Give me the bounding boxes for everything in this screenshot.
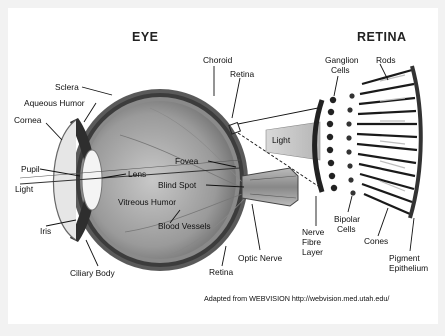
- label-blind-spot: Blind Spot: [158, 180, 197, 190]
- label-pigment-2: Epithelium: [389, 263, 428, 273]
- label-pigment-1: Pigment: [389, 253, 420, 263]
- label-light-left: Light: [15, 184, 34, 194]
- label-vitreous-humor: Vitreous Humor: [118, 197, 176, 207]
- label-cornea: Cornea: [14, 115, 42, 125]
- label-iris: Iris: [40, 226, 51, 236]
- label-bipolar-cells-1: Bipolar: [334, 214, 360, 224]
- label-choroid: Choroid: [203, 55, 233, 65]
- retina-heading: RETINA: [357, 30, 407, 44]
- label-ganglion-cells-2: Cells: [331, 65, 350, 75]
- label-blood-vessels: Blood Vessels: [158, 221, 211, 231]
- label-aqueous-humor: Aqueous Humor: [24, 98, 85, 108]
- label-cones: Cones: [364, 236, 388, 246]
- label-retina-bottom: Retina: [209, 267, 234, 277]
- label-fovea: Fovea: [175, 156, 199, 166]
- eye-heading: EYE: [132, 30, 159, 44]
- label-bipolar-cells-2: Cells: [337, 224, 356, 234]
- label-lens: Lens: [128, 169, 146, 179]
- lens-shape: [82, 150, 102, 210]
- label-ganglion-cells-1: Ganglion: [325, 55, 359, 65]
- label-nerve-fibre-1: Nerve: [302, 227, 325, 237]
- label-ciliary-body: Ciliary Body: [70, 268, 115, 278]
- label-pupil: Pupil: [21, 164, 40, 174]
- label-nerve-fibre-3: Layer: [302, 247, 323, 257]
- label-retina-top: Retina: [230, 69, 255, 79]
- label-light-beam: Light: [272, 135, 291, 145]
- label-nerve-fibre-2: Fibre: [302, 237, 321, 247]
- label-sclera: Sclera: [55, 82, 79, 92]
- credit-line: Adapted from WEBVISION http://webvision.…: [204, 294, 389, 303]
- label-optic-nerve: Optic Nerve: [238, 253, 283, 263]
- label-rods: Rods: [376, 55, 396, 65]
